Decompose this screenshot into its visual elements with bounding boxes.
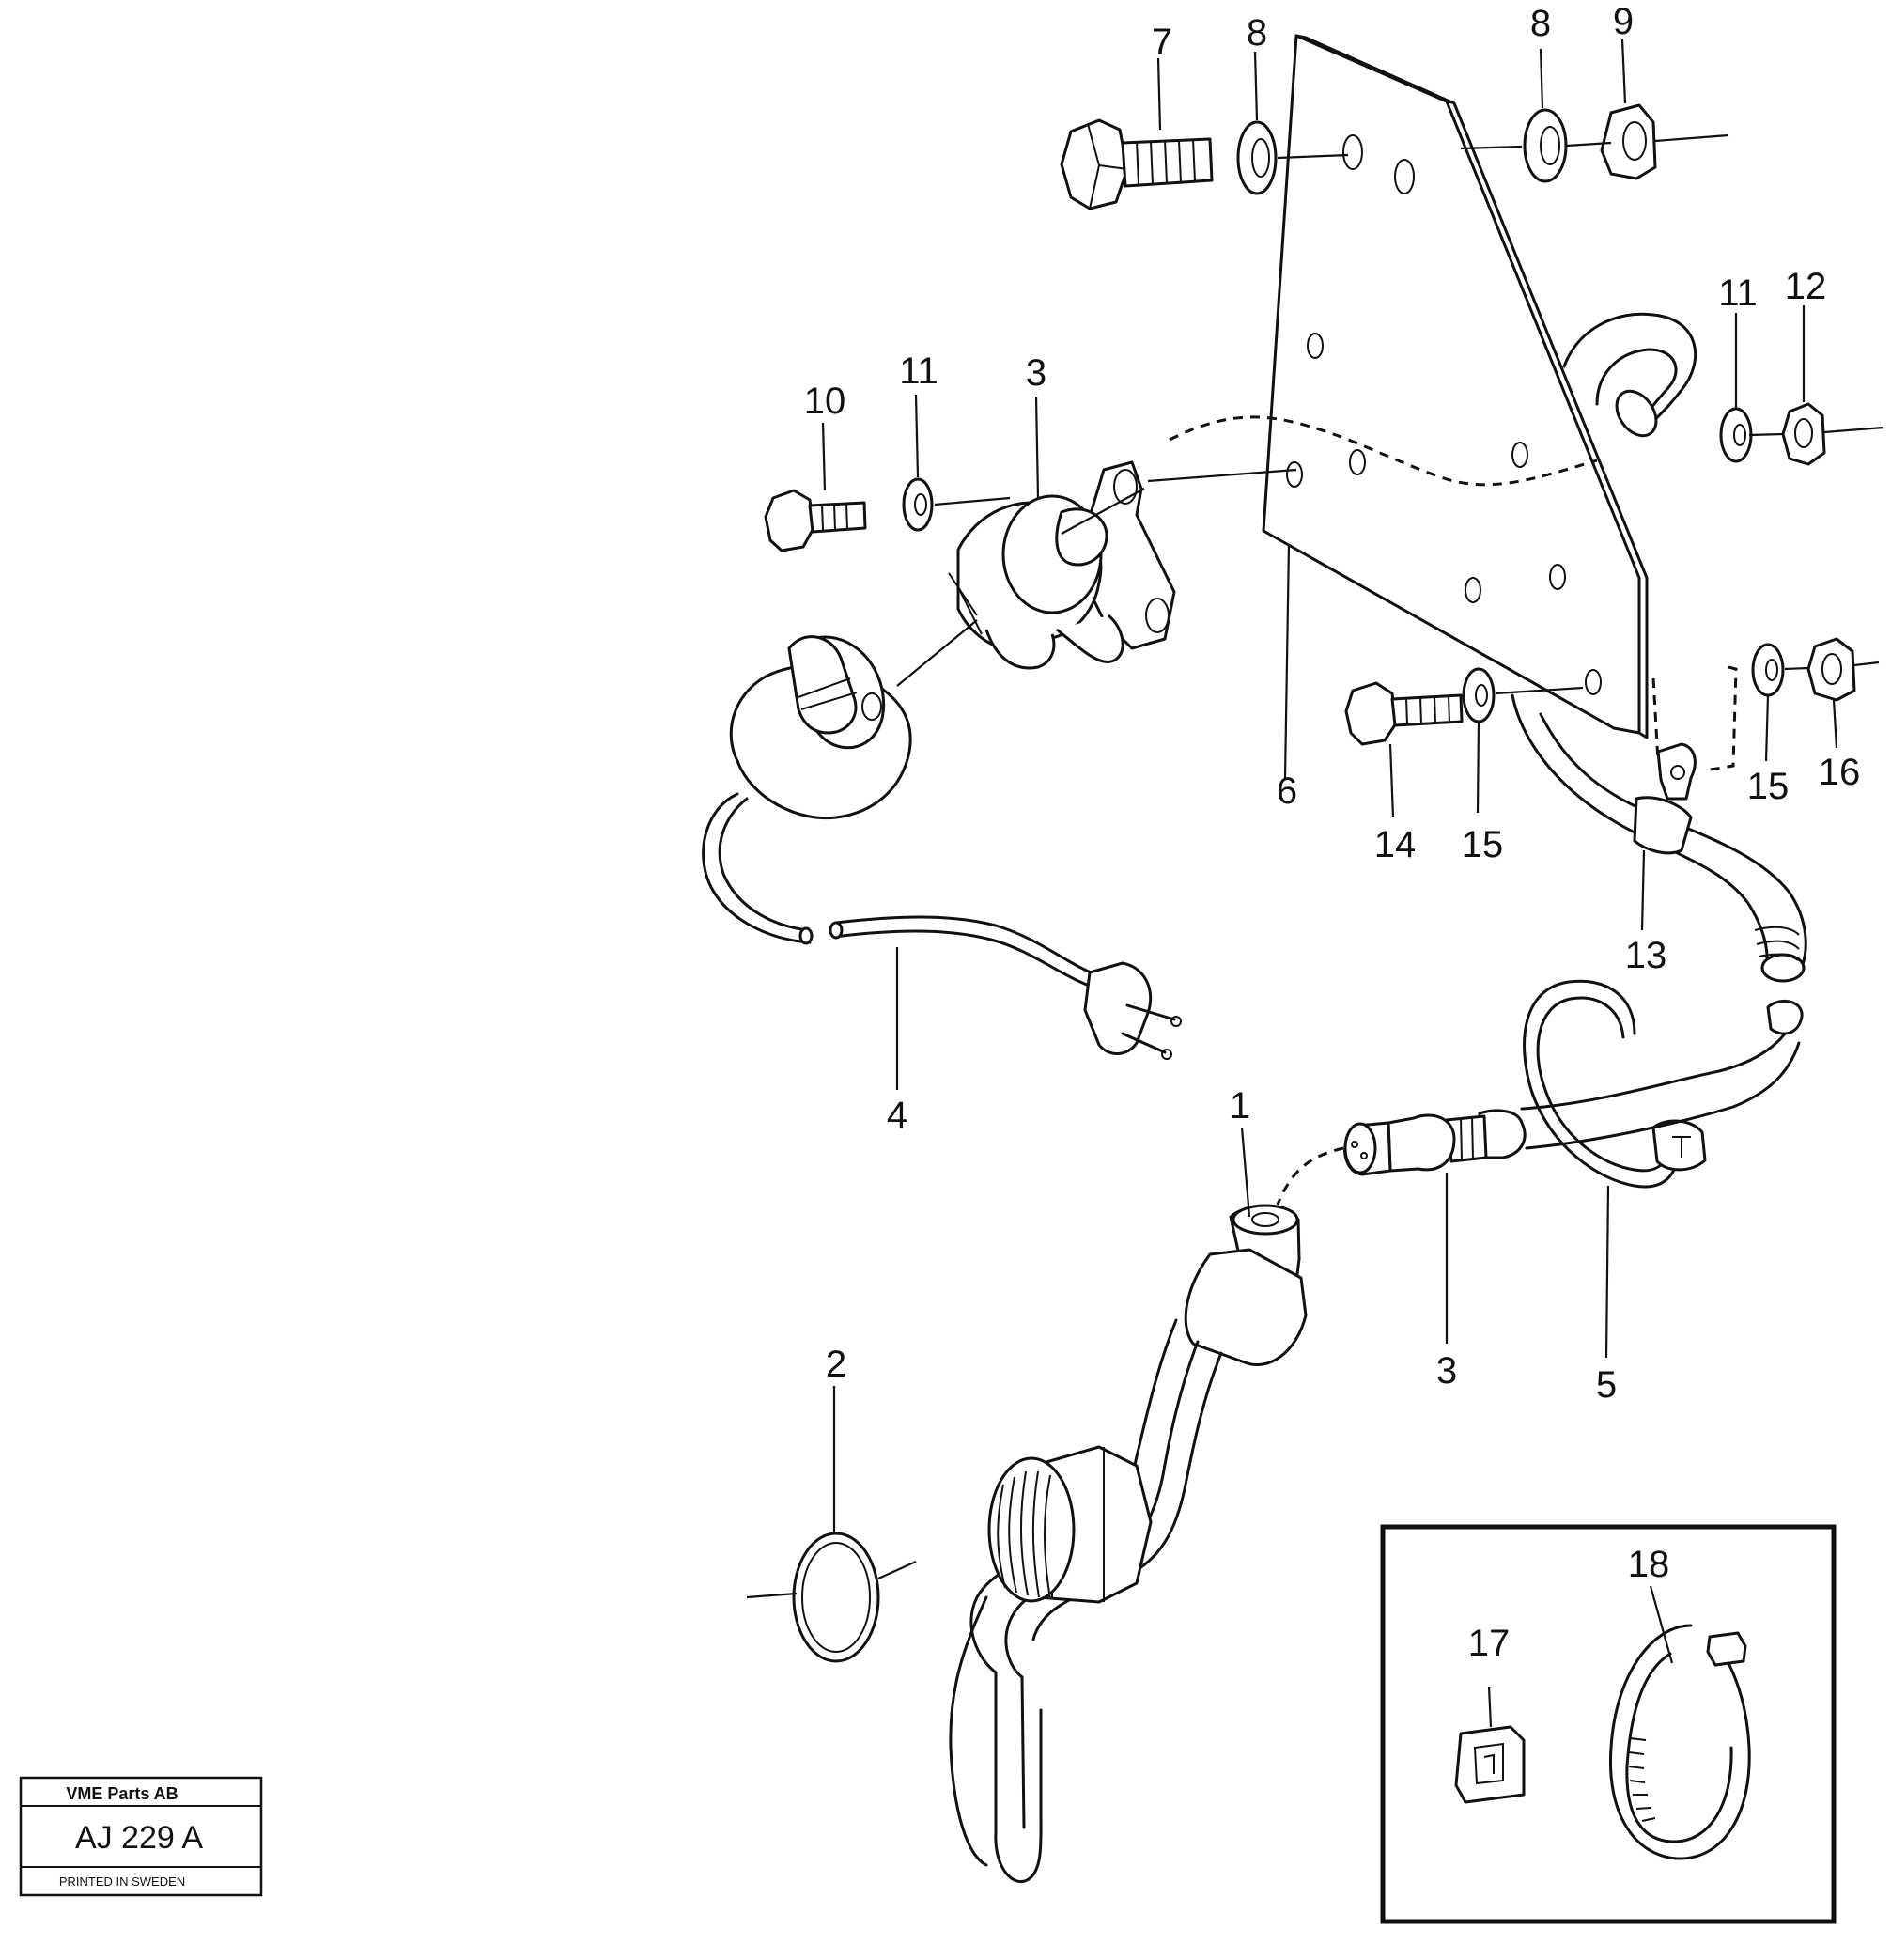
- title-block: VME Parts AB AJ 229 A PRINTED IN SWEDEN: [19, 1776, 263, 1897]
- title-block-printed: PRINTED IN SWEDEN: [59, 1874, 185, 1889]
- heater-socket-upper: [948, 460, 1176, 670]
- inset-box: [1380, 1524, 1837, 1924]
- label-part-10: 10: [804, 381, 846, 422]
- label-part-11-left: 11: [899, 350, 938, 392]
- label-part-16: 16: [1819, 752, 1861, 793]
- nut-16: [1806, 637, 1856, 702]
- coolant-hose-upper: [1562, 312, 1697, 438]
- label-part-1: 1: [1230, 1085, 1250, 1127]
- heater-hose-with-connector: [1343, 999, 1804, 1176]
- cable-tie-18: [1608, 1624, 1751, 1860]
- washer-8-right: [1523, 108, 1568, 183]
- title-block-company: VME Parts AB: [66, 1784, 178, 1803]
- label-part-14: 14: [1374, 824, 1417, 865]
- bolt-14: [1344, 681, 1464, 746]
- label-part-18: 18: [1628, 1544, 1670, 1585]
- washer-11-left: [902, 477, 934, 532]
- label-part-3-upper: 3: [1026, 352, 1046, 394]
- label-part-8-right: 8: [1530, 3, 1551, 44]
- washer-11-right: [1719, 407, 1753, 463]
- immersion-heater-element: [949, 1204, 1308, 1883]
- label-part-13: 13: [1625, 935, 1667, 976]
- nut-12: [1781, 402, 1826, 466]
- washer-15-right: [1751, 643, 1785, 697]
- label-part-5: 5: [1596, 1364, 1617, 1406]
- power-cable: [702, 792, 1182, 1060]
- washer-8-left: [1236, 120, 1278, 195]
- label-part-7: 7: [1152, 22, 1172, 63]
- cable-connector: [729, 635, 912, 820]
- cable-tie-mount-17: [1454, 1725, 1526, 1804]
- label-part-17: 17: [1468, 1623, 1511, 1664]
- label-part-8-left: 8: [1247, 12, 1267, 54]
- label-part-9: 9: [1613, 1, 1634, 42]
- label-part-4: 4: [887, 1095, 907, 1136]
- bolt-10: [764, 489, 867, 552]
- nut-9: [1600, 103, 1657, 180]
- label-part-2: 2: [826, 1344, 846, 1385]
- mounting-plate: [1262, 34, 1649, 739]
- coolant-hose-lower: [1511, 693, 1807, 983]
- title-block-drawing-number: AJ 229 A: [75, 1820, 203, 1856]
- label-part-6: 6: [1277, 770, 1297, 812]
- label-part-11-right: 11: [1718, 272, 1758, 314]
- label-part-15-left: 15: [1462, 824, 1504, 865]
- o-ring: [792, 1532, 880, 1663]
- label-part-3-lower: 3: [1436, 1350, 1457, 1392]
- label-part-12: 12: [1785, 266, 1827, 307]
- top-bolt: [1060, 118, 1214, 210]
- hose-clamp-5: [1523, 979, 1707, 1189]
- label-part-15-right: 15: [1747, 766, 1790, 807]
- washer-15-left: [1462, 667, 1496, 723]
